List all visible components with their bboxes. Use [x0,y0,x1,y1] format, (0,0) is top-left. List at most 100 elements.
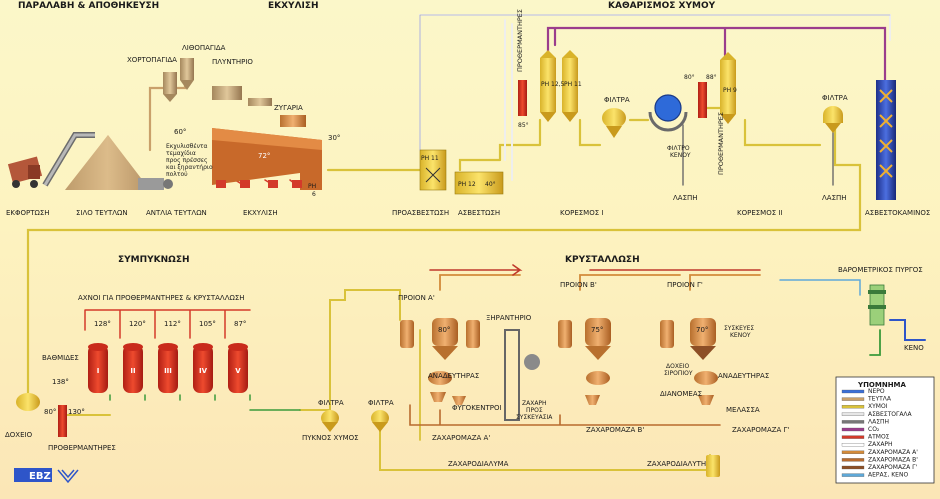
legend-item: ΑΤΜΟΣ [841,434,890,441]
label-sludge-1: ΛΑΣΠΗ [673,194,698,202]
section-crystallization: ΚΡΥΣΤΑΛΛΩΣΗ [565,255,640,265]
legend-item: ΖΑΧΑΡΗ [841,441,893,448]
legend: ΥΠΟΜΝΗΜΑ ΝΕΡΟΤΕΥΤΛΑΧΥΜΟΙΑΣΒΕΣΤΟΓΑΛΑΛΑΣΠΗ… [835,376,935,484]
svg-text:ΑΣΒΕΣΤΟΓΑΛΑ: ΑΣΒΕΣΤΟΓΑΛΑ [868,411,913,418]
legend-item: ΝΕΡΟ [841,388,885,395]
label-massecuite-c: ΖΑΧΑΡΟΜΑΖΑ Γ' [732,426,789,434]
ph6-label: PH [308,183,316,190]
label-sugar-pack: ΖΑΧΑΡΗ ΠΡΟΣ ΣΥΣΚΕΥΑΣΙΑ [516,400,553,421]
label-lime-kiln: ΑΣΒΕΣΤΟΚΑΜΙΝΟΣ [865,209,930,217]
pre-liming-tank [419,149,447,191]
ph12-label: PH 12 [458,181,476,188]
ph11-pre: PH 11 [421,155,439,162]
tank [16,393,40,411]
temp-40: 40° [485,181,496,188]
svg-text:ΝΕΡΟ: ΝΕΡΟ [868,388,885,395]
legend-item: ΑΕΡΑΣ, ΚΕΝΟ [841,472,908,479]
filter-right [823,106,843,133]
temp-70: 70° [696,326,708,334]
svg-text:ΤΕΥΤΛΑ: ΤΕΥΤΛΑ [867,396,892,403]
svg-text:ΖΑΧΑΡΟΜΑΖΑ Β': ΖΑΧΑΡΟΜΑΖΑ Β' [868,456,918,463]
filter-top [602,108,626,138]
beet-pump [138,178,173,190]
temp-80b: 80° [44,408,56,416]
dryer [504,329,540,421]
diffuser [212,128,322,190]
svg-text:ΖΑΧΑΡΗ: ΖΑΧΑΡΗ [868,441,893,448]
preheater-bottom [58,405,67,437]
label-saturation-2: ΚΟΡΕΣΜΟΣ ΙΙ [737,209,783,217]
legend-item: ΖΑΧΑΡΟΜΑΖΑ Γ' [841,464,918,471]
label-extraction: ΕΚΧΥΛΙΣΗ [243,209,278,217]
vacuum-filter [648,94,688,132]
legend-title: ΥΠΟΜΝΗΜΑ [857,381,907,389]
mixer-a [428,371,452,385]
ph6-value: 6 [312,191,316,198]
label-vacuum: ΚΕΝΟ [904,344,924,352]
svg-text:ΧΥΜΟΙ: ΧΥΜΟΙ [868,403,888,410]
label-saturation-1: ΚΟΡΕΣΜΟΣ Ι [560,209,603,217]
label-weed-trap: ΧΟΡΤΟΠΑΓΙΔΑ [127,56,177,64]
svg-text:ΚΕΝΟΥ: ΚΕΝΟΥ [670,152,691,159]
label-preheaters-2: ΠΡΟΘΕΡΜΑΝΤΗΡΕΣ [717,112,725,175]
svg-text:ΑΕΡΑΣ, ΚΕΝΟ: ΑΕΡΑΣ, ΚΕΝΟ [868,472,908,479]
temp-80c: 80° [438,326,450,334]
temp-80: 80° [684,74,695,81]
preheater-red-1 [518,80,527,116]
svg-text:τεμαχίδια: τεμαχίδια [166,150,196,157]
stage-label: Ι [97,367,100,375]
washer [212,86,272,106]
temp-75: 75° [591,326,603,334]
legend-item: ΖΑΧΑΡΟΜΑΖΑ Α' [841,449,918,456]
label-thick-juice: ΠΥΚΝΟΣ ΧΥΜΟΣ [302,434,359,442]
ph12-5-label: PH 12,5 [541,81,565,88]
label-distributor: ΔΙΑΝΟΜΕΑΣ [660,390,702,398]
ph9-label: PH 9 [723,87,737,94]
label-preheaters-bottom: ΠΡΟΘΕΡΜΑΝΤΗΡΕΣ [48,444,116,452]
label-filters-b2: ΦΙΛΤΡΑ [368,399,394,407]
section-purification: ΚΑΘΑΡΙΣΜΟΣ ΧΥΜΟΥ [608,1,716,11]
stage-temp: 105° [199,320,216,328]
label-unloading: ΕΚΦΟΡΤΩΣΗ [6,209,50,217]
label-washer: ΠΛΥΝΤΗΡΙΟ [212,58,253,66]
label-product-a: ΠΡΟΙΟΝ Α' [398,294,435,302]
label-baro-tower: ΒΑΡΟΜΕΤΡΙΚΟΣ ΠΥΡΓΟΣ [838,266,923,274]
temp-138: 138° [52,378,69,386]
lime-kiln [876,80,896,200]
label-vapours: ΑΧΝΟΙ ΓΙΑ ΠΡΟΘΕΡΜΑΝΤΗΡΕΣ & ΚΡΥΣΤΑΛΛΩΣΗ [78,294,245,302]
mixer-c [694,371,718,405]
label-stone-trap: ΛΙΘΟΠΑΓΙΔΑ [182,44,226,52]
label-sludge-2: ΛΑΣΠΗ [822,194,847,202]
label-dryer: ΞΗΡΑΝΤΗΡΙΟ [486,314,532,322]
filter-b2 [371,410,389,432]
label-mixer-1: ΑΝΑΔΕΥΤΗΡΑΣ [428,372,479,380]
label-mixer-2: ΑΝΑΔΕΥΤΗΡΑΣ [718,372,769,380]
centrifuge-a [430,392,466,405]
stage-temp: 87° [234,320,246,328]
legend-item: CO₂ [841,426,880,433]
label-preheaters-top: ΠΡΟΘΕΡΜΑΝΤΗΡΕΣ [516,9,524,72]
section-extraction: ΕΚΧΥΛΙΣΗ [268,1,319,11]
svg-text:Εκχυλισθέντα: Εκχυλισθέντα [166,143,208,150]
label-massecuite-b: ΖΑΧΑΡΟΜΑΖΑ Β' [586,426,644,434]
liming-tank [454,171,504,195]
svg-text:και ξηραντήριο: και ξηραντήριο [166,164,213,171]
temp-60: 60° [174,128,186,136]
mixer-b [585,371,610,405]
stage-label: ΙΙΙ [164,367,172,375]
scale [280,115,306,127]
vacuum-pan-a [400,318,480,360]
label-massecuite-a: ΖΑΧΑΡΟΜΑΖΑ Α' [432,434,490,442]
ebz-logo: EBZ [14,468,79,484]
section-reception: ΠΑΡΑΛΑΒΗ & ΑΠΟΘΗΚΕΥΣΗ [18,1,159,11]
stone-trap [180,58,194,90]
stage-temp: 128° [94,320,111,328]
svg-text:ΣΥΣΚΕΥΑΣΙΑ: ΣΥΣΚΕΥΑΣΙΑ [516,414,553,421]
label-vacuum-vessels: ΣΥΣΚΕΥΕΣ ΚΕΝΟΥ [724,325,754,339]
label-product-b: ΠΡΟΙΟΝ Β' [560,281,597,289]
label-filters-top: ΦΙΛΤΡΑ [604,96,630,104]
svg-text:ΣΙΡΟΠΙΟΥ: ΣΙΡΟΠΙΟΥ [664,370,693,377]
